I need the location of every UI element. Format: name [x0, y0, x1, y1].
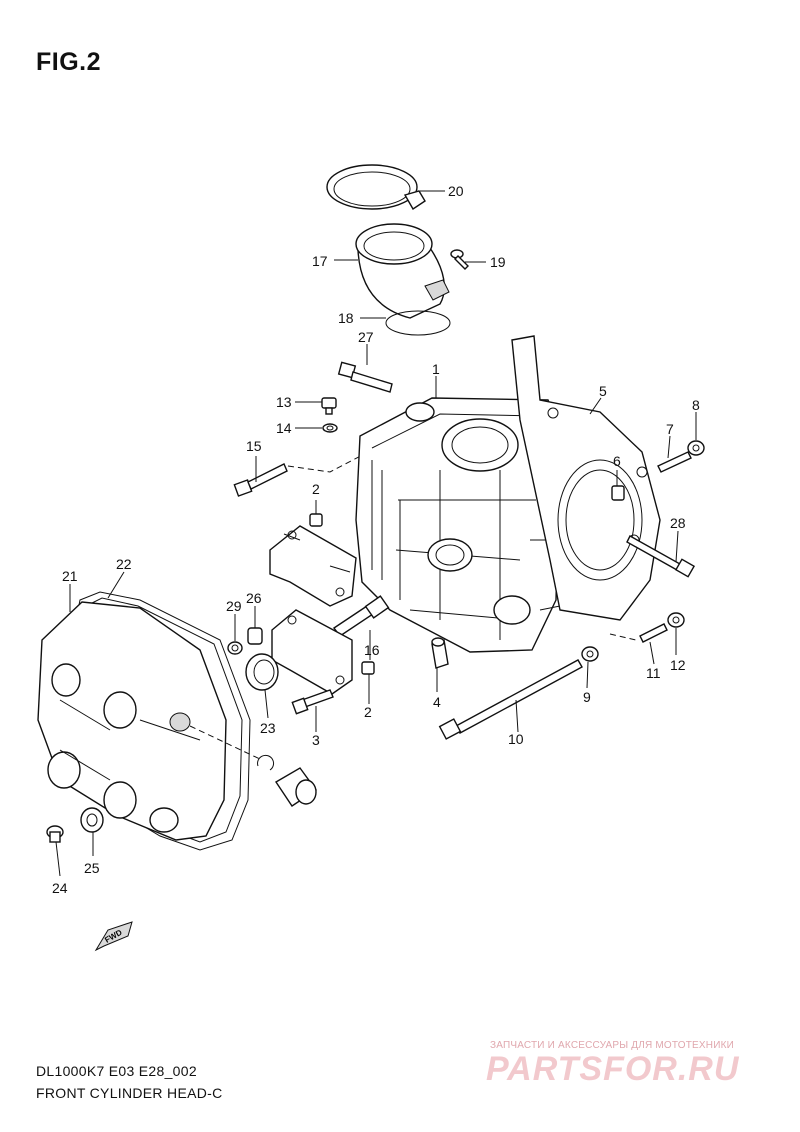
- callout-29: 29: [226, 598, 242, 614]
- callout-1: 1: [432, 361, 440, 377]
- fwd-arrow-icon: FWD: [94, 921, 133, 952]
- part-3-bolt[interactable]: [291, 689, 334, 715]
- callout-7: 7: [666, 421, 674, 437]
- callout-5: 5: [599, 383, 607, 399]
- part-26-grommet[interactable]: [247, 627, 263, 645]
- part-16-spark-plug[interactable]: [332, 595, 390, 637]
- leader-lines: [55, 190, 697, 877]
- part-20-clamp[interactable]: [326, 164, 426, 210]
- part-17-intake-pipe[interactable]: [355, 223, 450, 319]
- callout-3: 3: [312, 732, 320, 748]
- figure-title: FIG.2: [36, 48, 102, 76]
- part-27-bolt[interactable]: [337, 361, 393, 393]
- callout-13: 13: [276, 394, 292, 410]
- part-13-bolt[interactable]: [321, 397, 337, 415]
- part-23-plug-seal[interactable]: [245, 653, 279, 691]
- part-25-seal[interactable]: [80, 807, 104, 833]
- part-6-dowel-pin[interactable]: [611, 485, 625, 501]
- callout-27: 27: [358, 329, 374, 345]
- callout-11: 11: [646, 665, 661, 681]
- callout-24: 24: [52, 880, 68, 896]
- callout-28: 28: [670, 515, 686, 531]
- watermark-tagline: ЗАПЧАСТИ И АКСЕССУАРЫ ДЛЯ МОТОТЕХНИКИ: [490, 1040, 735, 1051]
- cover-cap: [275, 767, 317, 807]
- callout-2-upper: 2: [312, 481, 320, 497]
- callout-17: 17: [312, 253, 328, 269]
- part-10-bolt[interactable]: [438, 659, 583, 740]
- part-18-o-ring[interactable]: [385, 310, 451, 336]
- callout-21: 21: [62, 568, 78, 584]
- part-8-nut[interactable]: [687, 440, 705, 456]
- part-19-screw[interactable]: [450, 249, 469, 270]
- callout-16: 16: [364, 642, 380, 658]
- part-1-cylinder-head[interactable]: [355, 397, 591, 653]
- part-29-washer[interactable]: [227, 641, 243, 655]
- callout-15: 15: [246, 438, 262, 454]
- callout-25: 25: [84, 860, 100, 876]
- part-7-bolt[interactable]: [657, 451, 692, 473]
- part-28-bolt[interactable]: [626, 535, 696, 578]
- part-11-bolt[interactable]: [639, 623, 668, 643]
- callout-10: 10: [508, 731, 524, 747]
- cover-clip: [257, 754, 274, 771]
- part-9-washer[interactable]: [581, 646, 599, 662]
- callout-2-lower: 2: [364, 704, 372, 720]
- cam-holder-upper: [269, 525, 357, 607]
- model-code: DL1000K7 E03 E28_002: [36, 1063, 197, 1079]
- part-24-bolt[interactable]: [46, 825, 64, 843]
- callout-20: 20: [448, 183, 464, 199]
- callout-22: 22: [116, 556, 132, 572]
- part-21-cylinder-head-cover[interactable]: [37, 601, 263, 841]
- callout-6: 6: [613, 453, 621, 469]
- cam-holder-lower: [271, 609, 353, 695]
- callout-8: 8: [692, 397, 700, 413]
- part-14-washer[interactable]: [322, 423, 338, 433]
- part-2-dowel-upper[interactable]: [309, 513, 323, 527]
- part-15-bolt[interactable]: [233, 463, 288, 497]
- callout-12: 12: [670, 657, 686, 673]
- callout-18: 18: [338, 310, 354, 326]
- diagram-title: FRONT CYLINDER HEAD-C: [36, 1085, 223, 1101]
- part-4-dowel[interactable]: [431, 637, 449, 669]
- callout-4: 4: [433, 694, 441, 710]
- part-2-dowel-lower[interactable]: [361, 661, 375, 675]
- watermark-logo: PARTSFOR.RU: [486, 1050, 740, 1088]
- callout-19: 19: [490, 254, 506, 270]
- part-12-washer[interactable]: [667, 612, 685, 628]
- callout-14: 14: [276, 420, 292, 436]
- callout-26: 26: [246, 590, 262, 606]
- callout-23: 23: [260, 720, 276, 736]
- callout-9: 9: [583, 689, 591, 705]
- callout-numbers: 20 17 19 18 27 1 5 7 8 13 14 15 6 2 28 2…: [52, 183, 700, 896]
